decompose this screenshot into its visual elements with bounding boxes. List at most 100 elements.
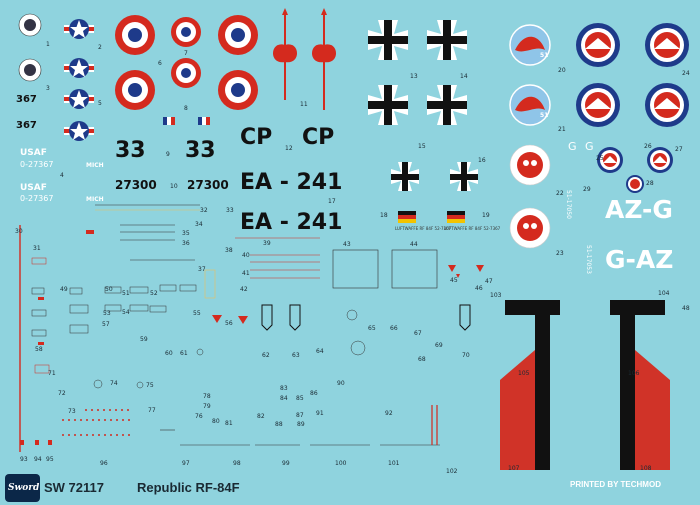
item-number: 21 xyxy=(558,126,566,133)
item-number: 5 xyxy=(98,100,102,107)
item-number: 70 xyxy=(462,352,470,359)
french-roundel-medium-2 xyxy=(171,58,201,88)
stencil-lines xyxy=(95,204,440,446)
item-number: 71 xyxy=(48,370,56,377)
sword-logo-text: Sword xyxy=(8,483,40,493)
item-number: 101 xyxy=(388,460,400,467)
code-cp-1: CP xyxy=(240,125,273,150)
red-dotted-line xyxy=(19,225,438,452)
axe-emblem-1 xyxy=(272,8,298,100)
usaf-emblem-2 xyxy=(18,58,42,82)
item-number: 63 xyxy=(292,352,300,359)
item-number: 20 xyxy=(558,67,566,74)
iron-cross-1 xyxy=(368,20,408,60)
item-number: 80 xyxy=(212,418,220,425)
item-number: 82 xyxy=(257,413,265,420)
german-flag-2 xyxy=(447,211,465,223)
item-number: 33 xyxy=(226,207,234,214)
item-number: 6 xyxy=(158,60,162,67)
usaf-serial-2: 0-27367 xyxy=(20,194,54,203)
item-number: 69 xyxy=(435,342,443,349)
tail-marking-right xyxy=(610,300,670,470)
item-number: 22 xyxy=(556,190,564,197)
item-number: 91 xyxy=(316,410,324,417)
small-stencils-left xyxy=(31,257,366,389)
item-number: 79 xyxy=(203,403,211,410)
item-number: 96 xyxy=(100,460,108,467)
french-roundel-large-2 xyxy=(115,70,155,110)
item-number: 35 xyxy=(182,230,190,237)
item-number: 45 xyxy=(450,277,458,284)
red-panels xyxy=(20,230,94,445)
item-number: 15 xyxy=(418,143,426,150)
code-g-az: G-AZ xyxy=(605,245,674,274)
iron-cross-2 xyxy=(427,20,467,60)
pitot-shapes xyxy=(261,304,471,331)
norwegian-roundel-small-1 xyxy=(597,147,623,173)
vertical-serial-2: 51-17053 xyxy=(585,245,592,274)
item-number: 66 xyxy=(390,325,398,332)
item-number: 72 xyxy=(58,390,66,397)
item-number: 37 xyxy=(198,266,206,273)
item-number: 90 xyxy=(337,380,345,387)
item-number: 103 xyxy=(490,292,502,299)
item-number: 14 xyxy=(460,73,468,80)
item-number: 44 xyxy=(410,241,418,248)
squadron-badge-bird-2 xyxy=(509,84,551,126)
item-number: 98 xyxy=(233,460,241,467)
serial-367-2: 367 xyxy=(16,120,37,131)
item-number: 92 xyxy=(385,410,393,417)
item-number: 86 xyxy=(310,390,318,397)
item-number: 56 xyxy=(225,320,233,327)
us-star-insignia-3 xyxy=(64,89,94,109)
item-number: 106 xyxy=(628,370,640,377)
item-number: 78 xyxy=(203,393,211,400)
printer-credit: PRINTED BY TECHMOD xyxy=(570,480,661,489)
item-number: 24 xyxy=(682,70,690,77)
item-number: 23 xyxy=(556,250,564,257)
item-number: 108 xyxy=(640,465,652,472)
item-number: 88 xyxy=(275,421,283,428)
us-star-insignia-1 xyxy=(64,19,94,39)
item-number: 4 xyxy=(60,172,64,179)
code-g-2: G xyxy=(585,140,594,153)
item-number: 50 xyxy=(105,286,113,293)
item-number: 85 xyxy=(296,395,304,402)
item-number: 39 xyxy=(263,240,271,247)
item-number: 7 xyxy=(184,50,188,57)
item-number: 31 xyxy=(33,245,41,252)
item-number: 104 xyxy=(658,290,670,297)
item-number: 97 xyxy=(182,460,190,467)
item-number: 47 xyxy=(485,278,493,285)
item-number: 107 xyxy=(508,465,520,472)
german-flag-1 xyxy=(398,211,416,223)
item-number: 84 xyxy=(280,395,288,402)
mich-label-2: MICH xyxy=(86,196,104,203)
item-number: 3 xyxy=(46,85,50,92)
item-number: 89 xyxy=(297,421,305,428)
code-az-g: AZ-G xyxy=(605,195,673,224)
item-number: 11 xyxy=(300,101,308,108)
us-star-insignia-4 xyxy=(64,121,94,141)
product-title: Republic RF-84F xyxy=(137,480,240,495)
usaf-label-1: USAF xyxy=(20,148,47,158)
item-number: 81 xyxy=(225,420,233,427)
item-number: 94 xyxy=(34,456,42,463)
code-27300-1: 27300 xyxy=(115,178,157,192)
item-number: 34 xyxy=(195,221,203,228)
item-number: 43 xyxy=(343,241,351,248)
item-number: 53 xyxy=(103,310,111,317)
item-number: 40 xyxy=(242,252,250,259)
item-number: 100 xyxy=(335,460,347,467)
item-number: 16 xyxy=(478,157,486,164)
usaf-label-2: USAF xyxy=(20,183,47,193)
item-number: 75 xyxy=(146,382,154,389)
luftwaffe-stencil-1: LUFTWAFFE RF 84F 52-7367 xyxy=(395,226,452,231)
iron-cross-3 xyxy=(368,85,408,125)
product-code: SW 72117 xyxy=(44,480,104,495)
vertical-serial-1: 51-17050 xyxy=(565,190,572,219)
code-33-2: 33 xyxy=(185,138,216,163)
item-number: 27 xyxy=(675,146,683,153)
item-number: 99 xyxy=(282,460,290,467)
